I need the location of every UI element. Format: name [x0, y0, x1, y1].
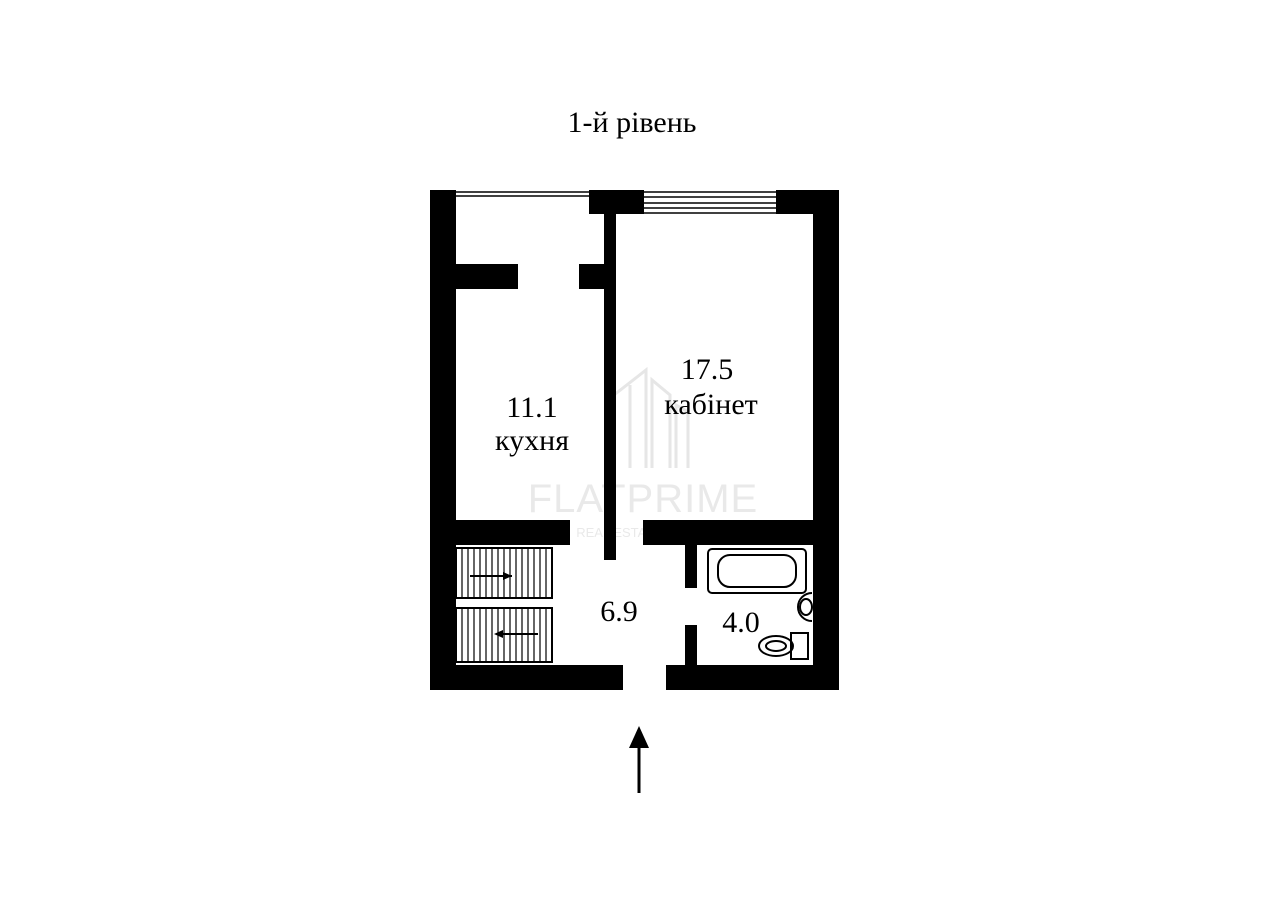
wall-right — [813, 190, 839, 690]
wall-study-bottom — [643, 520, 813, 545]
wall-left — [430, 190, 456, 690]
wall-kitchen-bottom — [456, 520, 570, 545]
hall-area: 6.9 — [600, 595, 638, 628]
wall-center — [604, 190, 616, 560]
study-area: 17.5 — [681, 353, 734, 386]
window-icon — [456, 191, 589, 197]
toilet-icon — [758, 632, 809, 660]
stairs-icon — [455, 547, 553, 663]
wall-top-left — [430, 190, 456, 198]
level-title: 1-й рівень — [568, 106, 697, 139]
watermark-brand: FLATPRIME — [528, 477, 759, 521]
sink-icon — [797, 592, 813, 622]
bathroom-area: 4.0 — [722, 606, 760, 639]
wall-loggia-right — [579, 264, 607, 289]
walls — [430, 190, 839, 690]
wall-bath-lower — [685, 625, 697, 665]
entrance-arrow-icon — [629, 726, 649, 793]
kitchen-area: 11.1 — [506, 391, 557, 424]
wall-bottom-left — [430, 665, 623, 690]
kitchen-name: кухня — [495, 424, 569, 457]
wall-top-middle — [589, 190, 644, 214]
window-icon — [644, 191, 776, 214]
study-name: кабінет — [664, 388, 758, 421]
wall-loggia-left — [456, 264, 518, 289]
wall-bottom-right — [666, 665, 839, 690]
wall-bath-upper — [685, 545, 697, 588]
wall-top-right — [776, 190, 839, 214]
bathtub-icon — [707, 548, 807, 594]
